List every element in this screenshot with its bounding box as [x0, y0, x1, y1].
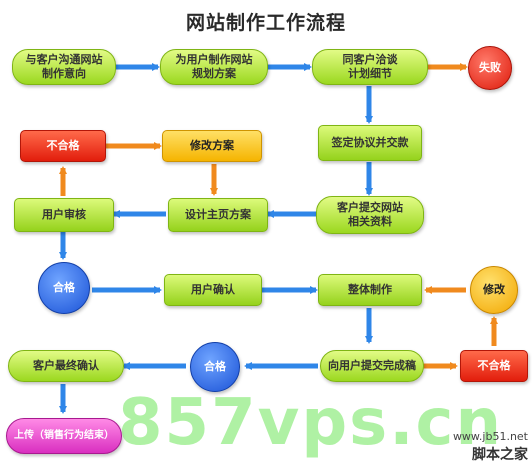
step-revise-plan: 修改方案 — [162, 130, 262, 162]
status-unqualified-1: 不合格 — [20, 130, 106, 162]
step-modify: 修改 — [470, 266, 518, 314]
status-unqualified-2: 不合格 — [460, 350, 528, 382]
result-pass-2: 合格 — [190, 342, 240, 392]
step-full-production: 整体制作 — [318, 274, 422, 306]
step-user-review: 用户审核 — [14, 198, 114, 232]
step-user-confirm: 用户确认 — [164, 274, 262, 306]
step-design-homepage: 设计主页方案 — [168, 198, 268, 232]
step-submit-final-draft: 向用户提交完成稿 — [320, 350, 424, 382]
watermark-jb51-url: www.jb51.net — [452, 430, 528, 443]
result-pass-1: 合格 — [38, 262, 90, 314]
page-title: 网站制作工作流程 — [185, 12, 346, 34]
watermark-857vps: 857vps.cn — [118, 386, 504, 460]
step-upload-end: 上传（销售行为结束） — [6, 418, 122, 454]
step-final-confirmation: 客户最终确认 — [8, 350, 124, 382]
step-negotiate-details: 同客户洽谈 计划细节 — [312, 49, 428, 85]
result-fail: 失败 — [468, 46, 512, 90]
step-contact-client: 与客户沟通网站 制作意向 — [12, 49, 116, 85]
step-client-materials: 客户提交网站 相关资料 — [316, 196, 424, 234]
step-sign-agreement: 签定协议并交款 — [318, 125, 422, 161]
watermark-jb51-site: 脚本之家 — [472, 447, 528, 463]
step-plan-proposal: 为用户制作网站 规划方案 — [160, 49, 268, 85]
